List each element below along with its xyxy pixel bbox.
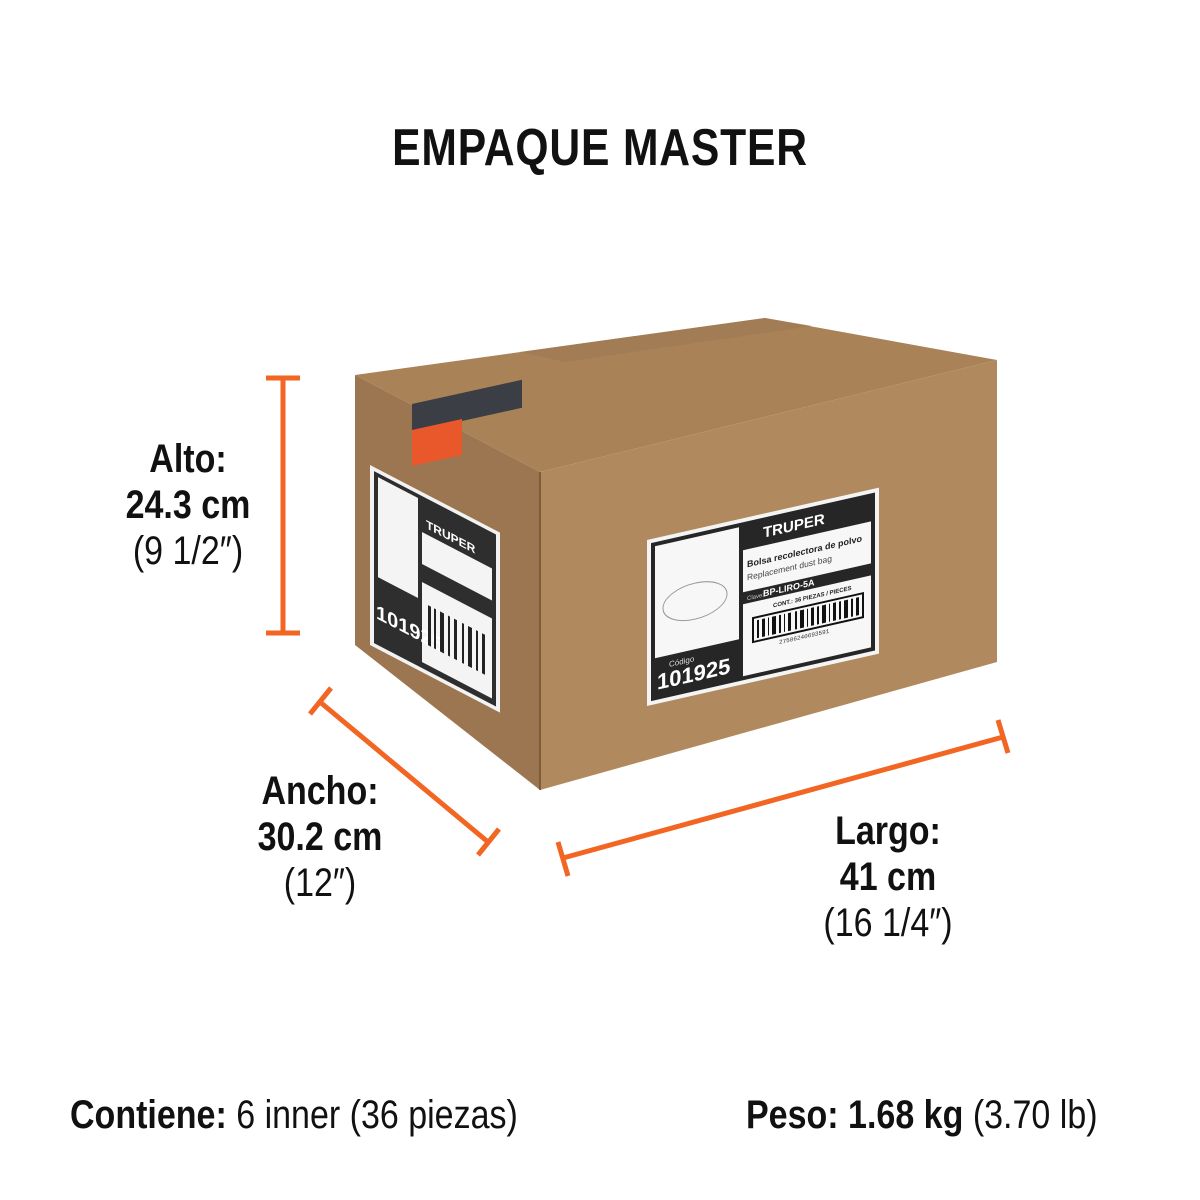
- contents-value: 6 inner (36 piezas): [236, 1093, 518, 1137]
- weight-label: Peso:: [746, 1093, 839, 1137]
- height-dimension: Alto: 24.3 cm (9 1/2″): [103, 436, 273, 574]
- width-metric: 30.2 cm: [257, 815, 383, 859]
- side-label: TRUPER 101925: [370, 465, 500, 713]
- length-label: Largo:: [835, 809, 941, 853]
- weight-info: Peso: 1.68 kg (3.70 lb): [746, 1093, 1098, 1138]
- height-label: Alto:: [149, 437, 227, 481]
- seal-sticker: [412, 379, 522, 466]
- width-imperial: (12″): [283, 861, 357, 905]
- weight-metric: 1.68 kg: [848, 1093, 964, 1137]
- box-top-face: [355, 318, 997, 472]
- front-label: TRUPER Bolsa recolectora de polvo Replac…: [647, 487, 879, 706]
- length-dimension-line: [555, 719, 1011, 877]
- length-dimension: Largo: 41 cm (16 1/4″): [803, 808, 973, 946]
- width-dimension: Ancho: 30.2 cm (12″): [235, 768, 405, 906]
- contents-info: Contiene: 6 inner (36 piezas): [70, 1093, 518, 1138]
- box-tape: [520, 318, 812, 362]
- height-imperial: (9 1/2″): [132, 529, 244, 573]
- length-imperial: (16 1/4″): [823, 901, 953, 945]
- height-dimension-line: [266, 375, 300, 636]
- width-label: Ancho:: [261, 769, 379, 813]
- contents-label: Contiene:: [70, 1093, 227, 1137]
- weight-imperial: (3.70 lb): [972, 1093, 1098, 1137]
- clave-label: Clave:: [747, 593, 764, 603]
- height-metric: 24.3 cm: [125, 483, 251, 527]
- page-title: EMPAQUE MASTER: [392, 119, 808, 177]
- barcode: [752, 591, 864, 644]
- width-dimension-line: [308, 686, 501, 857]
- length-metric: 41 cm: [839, 855, 937, 899]
